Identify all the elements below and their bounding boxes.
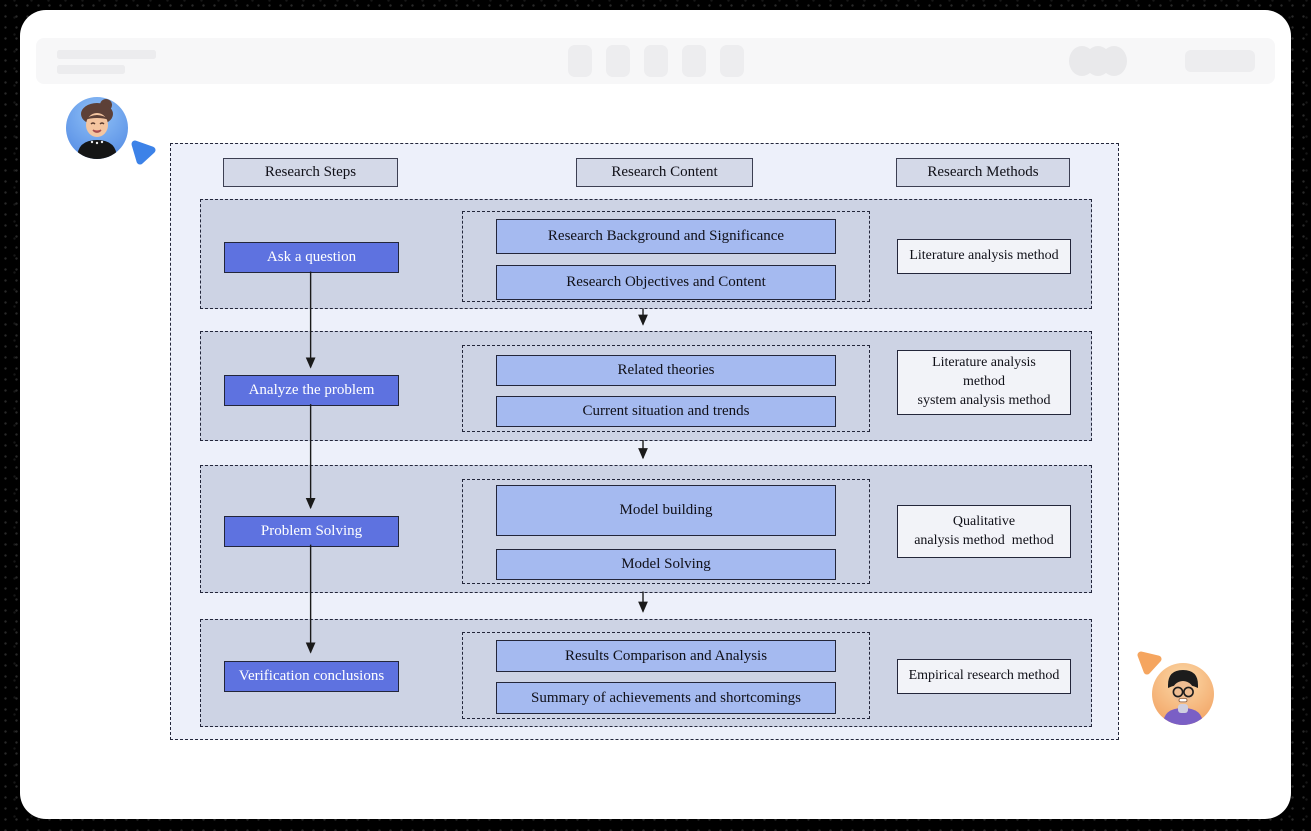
content-node[interactable]: Results Comparison and Analysis [496,640,836,672]
content-node[interactable]: Current situation and trends [496,396,836,427]
phase-row[interactable]: Verification conclusions Results Compari… [200,619,1092,727]
content-group[interactable]: Results Comparison and Analysis Summary … [462,632,870,719]
man-avatar-icon [1163,670,1203,725]
collaborator-cursor-icon [131,140,156,165]
diagram-canvas[interactable]: Research Steps Research Content Research… [170,143,1119,740]
phase-row[interactable]: Analyze the problem Related theories Cur… [200,331,1092,441]
content-node[interactable]: Research Background and Significance [496,219,836,254]
content-node[interactable]: Related theories [496,355,836,386]
woman-avatar-icon [77,99,117,159]
content-node[interactable]: Model Solving [496,549,836,580]
method-node[interactable]: Literature analysis method system analys… [897,350,1071,415]
window-title-placeholder [57,50,156,59]
phase-row[interactable]: Ask a question Research Background and S… [200,199,1092,309]
phase-row[interactable]: Problem Solving Model building Model Sol… [200,465,1092,593]
share-button[interactable] [1185,50,1255,72]
collaborator-cursor-icon [1137,651,1162,675]
toolbar-menu-group [567,45,744,77]
toolbar-menu-item-icon[interactable] [643,45,668,77]
method-node[interactable]: Empirical research method [897,659,1071,694]
collaborator-avatar-right [1152,663,1214,725]
content-node[interactable]: Research Objectives and Content [496,265,836,300]
toolbar-menu-item-icon[interactable] [719,45,744,77]
browser-toolbar [36,38,1275,84]
toolbar-menu-item-icon[interactable] [681,45,706,77]
collaborator-avatar-left [66,97,128,159]
collaborator-avatars-group[interactable] [1069,46,1127,76]
content-group[interactable]: Related theories Current situation and t… [462,345,870,432]
content-node[interactable]: Summary of achievements and shortcomings [496,682,836,714]
toolbar-menu-item-icon[interactable] [605,45,630,77]
content-node[interactable]: Model building [496,485,836,536]
method-node[interactable]: Literature analysis method [897,239,1071,274]
window-subtitle-placeholder [57,65,125,74]
content-group[interactable]: Research Background and Significance Res… [462,211,870,302]
step-node[interactable]: Ask a question [224,242,399,273]
toolbar-menu-item-icon[interactable] [567,45,592,77]
collaborator-avatar-placeholder [1101,46,1127,76]
header-box-research-methods[interactable]: Research Methods [896,158,1070,187]
method-node[interactable]: Qualitative analysis method method [897,505,1071,558]
header-box-research-steps[interactable]: Research Steps [223,158,398,187]
step-node[interactable]: Problem Solving [224,516,399,547]
step-node[interactable]: Analyze the problem [224,375,399,406]
app-window: Research Steps Research Content Research… [20,10,1291,819]
step-node[interactable]: Verification conclusions [224,661,399,692]
header-box-research-content[interactable]: Research Content [576,158,753,187]
content-group[interactable]: Model building Model Solving [462,479,870,584]
